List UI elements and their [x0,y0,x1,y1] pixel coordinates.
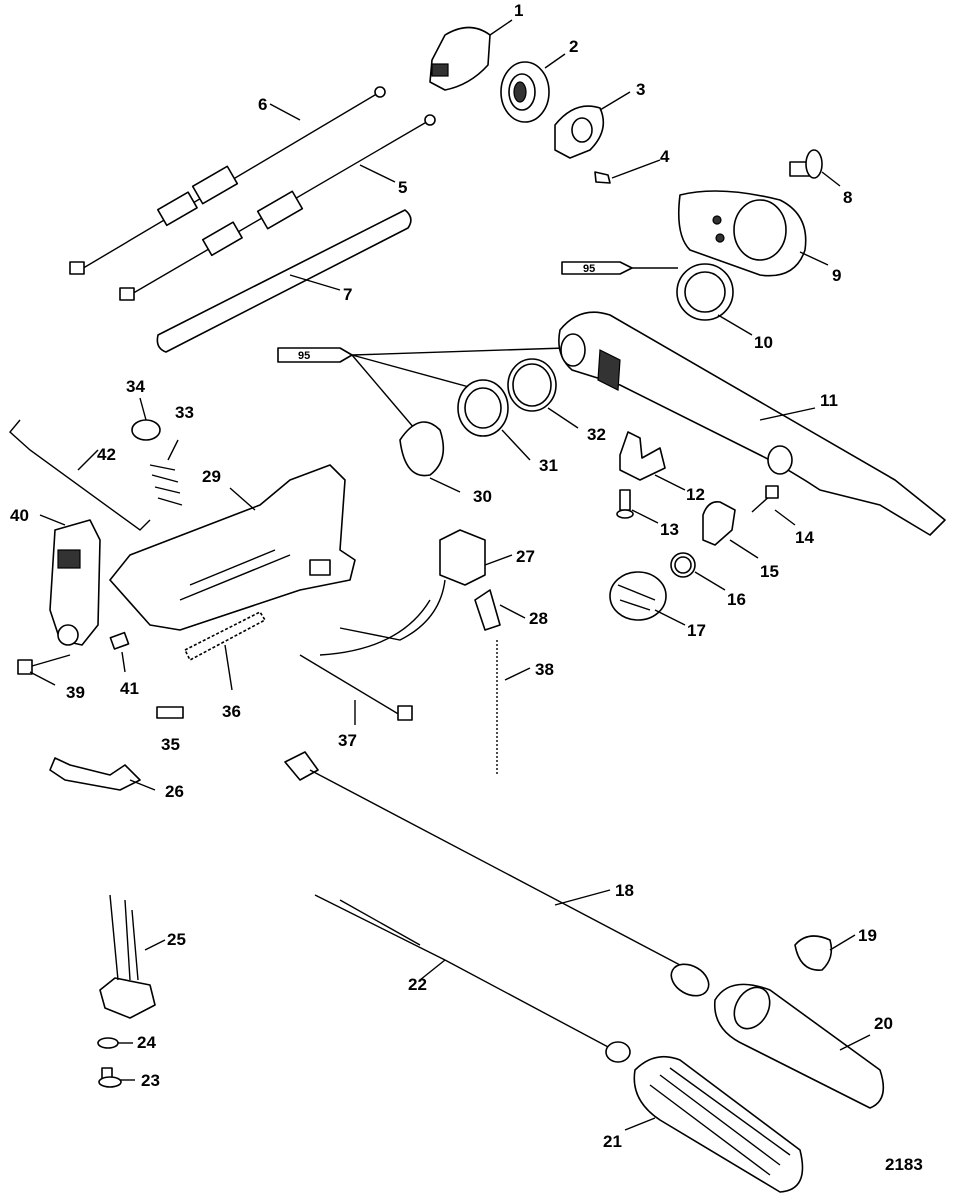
callout-12: 12 [686,485,705,504]
part-21-handle-grip [624,1055,804,1193]
part-39-bolt [17,654,71,686]
part-16-ring [670,552,726,591]
part-28-clip [474,589,526,631]
callout-35: 35 [161,735,180,754]
callout-21: 21 [603,1132,622,1151]
callout-9: 9 [832,266,841,285]
part-5-cable [119,114,436,301]
callout-25: 25 [167,930,186,949]
part-13-screw [616,489,659,524]
part-27-connector [319,529,513,656]
part-38-spring [496,640,531,775]
callout-labels: 1 2 3 4 5 6 7 8 9 10 11 12 13 14 15 16 1… [10,1,923,1174]
callout-2: 2 [569,37,578,56]
callout-27: 27 [516,547,535,566]
figure-id: 2183 [885,1155,923,1174]
part-11-tiller-arm [558,311,946,536]
part-40-lever [39,514,101,646]
callout-5: 5 [398,178,407,197]
callout-10: 10 [754,333,773,352]
callout-3: 3 [636,80,645,99]
part-14-bolt [751,485,796,526]
callout-16: 16 [727,590,746,609]
part-2-grommet [500,53,566,123]
part-29-bracket-housing [109,464,356,631]
callout-36: 36 [222,702,241,721]
callout-26: 26 [165,782,184,801]
callout-1: 1 [514,1,523,20]
part-34-clip [131,397,161,441]
callout-42: 42 [97,445,116,464]
part-33-spring [149,439,183,506]
part-12-bracket [619,431,686,491]
callout-29: 29 [202,467,221,486]
part-42-link-rod [9,419,151,531]
part-35-spacer [156,706,184,719]
callout-19: 19 [858,926,877,945]
callout-23: 23 [141,1071,160,1090]
part-20-grip-sleeve [714,983,885,1109]
part-31-bushing [457,379,531,461]
callout-6: 6 [258,95,267,114]
part-36-gasket [184,611,266,691]
sealant-tube-label: 95 [583,263,595,275]
part-6-cable [69,86,386,275]
callout-7: 7 [343,285,352,304]
callout-22: 22 [408,975,427,994]
part-30-seal [399,421,461,493]
part-26-bracket [49,757,156,791]
callout-34: 34 [126,377,145,396]
callout-8: 8 [843,188,852,207]
part-25-switch [99,894,166,1019]
callout-14: 14 [795,528,814,547]
sealant-tube-lower: 95 [277,347,566,436]
callout-13: 13 [660,520,679,539]
part-3-plate [554,91,631,159]
part-8-bolt [789,149,841,187]
part-24-washer [97,1037,133,1049]
part-1-clamp [429,19,513,91]
part-4-screw [594,159,661,184]
sealant-tube-upper: 95 [561,261,678,275]
callout-18: 18 [615,881,634,900]
callout-32: 32 [587,425,606,444]
callout-11: 11 [820,391,838,410]
part-17-knob [609,571,686,626]
part-15-clip [702,500,759,559]
callout-28: 28 [529,609,548,628]
part-19-clip [794,934,856,971]
callout-15: 15 [760,562,779,581]
callout-41: 41 [120,679,139,698]
part-18-shaft [284,751,710,997]
callout-17: 17 [687,621,706,640]
part-22-harness [314,894,631,1063]
callout-4: 4 [660,147,670,166]
callout-30: 30 [473,487,492,506]
part-9-cover [677,190,829,277]
callout-39: 39 [66,683,85,702]
callout-24: 24 [137,1033,156,1052]
callout-31: 31 [539,456,558,475]
part-10-seal [676,263,753,336]
sealant-tube-label: 95 [298,350,310,362]
callout-37: 37 [338,731,357,750]
callout-33: 33 [175,403,194,422]
part-32-ring [507,358,579,429]
callout-20: 20 [874,1014,893,1033]
part-7-rod [156,209,412,353]
part-37-bolt [299,654,413,725]
part-23-screw [98,1067,135,1088]
callout-40: 40 [10,506,29,525]
callout-38: 38 [535,660,554,679]
part-41-pin [109,631,130,673]
